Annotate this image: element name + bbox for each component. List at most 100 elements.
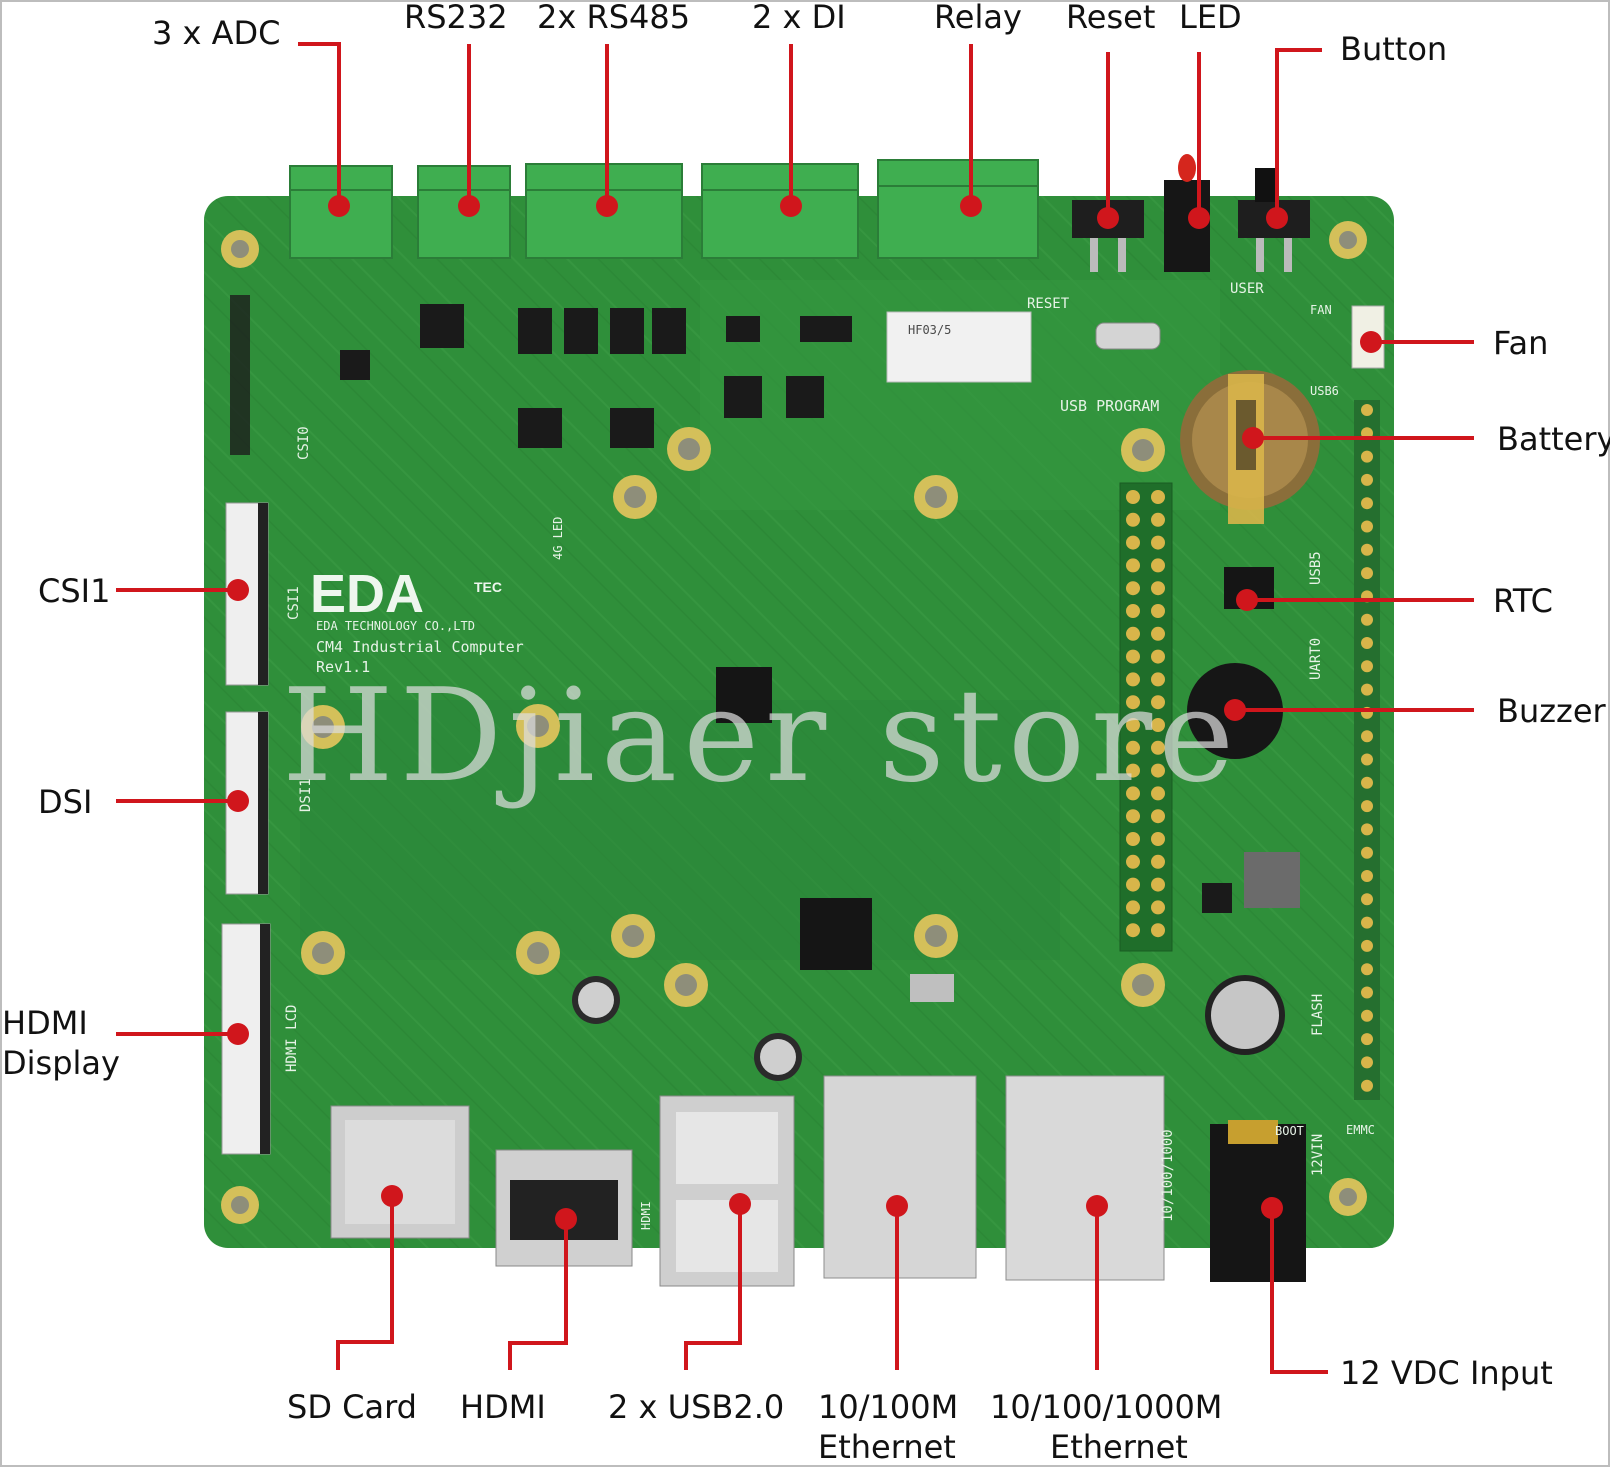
side-pin xyxy=(1361,753,1373,766)
side-pin xyxy=(1361,543,1373,556)
label-hdmi-display-line2: Display xyxy=(2,1044,120,1082)
gpio-pin xyxy=(1126,558,1140,573)
gpio-pin xyxy=(1151,763,1165,778)
gpio-pin xyxy=(1126,900,1140,915)
silk-hdmi: HDMI xyxy=(639,1201,653,1230)
board-logo: EDA xyxy=(310,564,424,624)
gpio-pin xyxy=(1126,535,1140,550)
silk-boot: BOOT xyxy=(1275,1124,1304,1138)
label-hdmi: HDMI xyxy=(460,1388,546,1426)
side-pins xyxy=(1361,404,1373,1092)
label-reset: Reset xyxy=(1066,0,1155,36)
gpio-pin xyxy=(1126,649,1140,664)
gpio-pin xyxy=(1126,809,1140,824)
callout-lines xyxy=(116,42,1474,1374)
silk-reset: RESET xyxy=(1027,296,1070,312)
gpio-pin xyxy=(1151,558,1165,573)
silk-dsi1: DSI1 xyxy=(298,778,314,812)
silk-eth-1000: 10/100/1000 xyxy=(1160,1129,1176,1222)
electrolytic-capacitors xyxy=(572,975,1285,1081)
side-pin xyxy=(1361,404,1373,416)
silk-usb5: USB5 xyxy=(1308,551,1324,585)
gpio-pin xyxy=(1151,786,1165,801)
side-pin xyxy=(1361,986,1373,999)
label-eth100-line1: 10/100M xyxy=(818,1388,958,1426)
label-battery: Battery xyxy=(1497,420,1610,458)
gpio-pin xyxy=(1151,832,1165,846)
gpio-pin xyxy=(1151,718,1165,732)
label-eth1000-line1: 10/100/1000M xyxy=(990,1388,1222,1426)
gpio-pin xyxy=(1151,695,1165,710)
callout-dots xyxy=(227,195,1382,1230)
label-eth100-line2: Ethernet xyxy=(818,1428,956,1466)
label-adc: 3 x ADC xyxy=(152,14,281,52)
silk-csi0: CSI0 xyxy=(296,426,312,460)
gpio-pin xyxy=(1151,877,1165,892)
side-pin xyxy=(1361,497,1373,510)
gpio-pin xyxy=(1151,649,1165,664)
label-rs485: 2x RS485 xyxy=(537,0,690,36)
label-fan: Fan xyxy=(1493,324,1548,362)
gpio-pin xyxy=(1126,626,1140,641)
label-relay: Relay xyxy=(934,0,1022,36)
side-pin xyxy=(1361,963,1373,976)
label-dsi: DSI xyxy=(38,783,92,821)
side-pin xyxy=(1361,613,1373,626)
gpio-pin xyxy=(1151,900,1165,915)
label-hdmi-display-line1: HDMI xyxy=(2,1004,88,1042)
side-pin xyxy=(1361,846,1373,859)
side-pin-strip xyxy=(1354,400,1380,1100)
gpio-pin xyxy=(1126,604,1140,618)
gpio-pin xyxy=(1151,923,1165,938)
gpio-pin xyxy=(1126,763,1140,778)
label-buzzer: Buzzer xyxy=(1497,692,1607,730)
board-logo-tec: TEC xyxy=(474,579,502,595)
gpio-pin xyxy=(1126,581,1140,596)
label-rtc: RTC xyxy=(1493,582,1553,620)
gpio-pin xyxy=(1126,832,1140,846)
silkscreen: EDA TEC EDA TECHNOLOGY CO.,LTD CM4 Indus… xyxy=(284,281,1375,1230)
board-company: EDA TECHNOLOGY CO.,LTD xyxy=(316,619,475,633)
side-pin xyxy=(1361,800,1373,813)
silk-uart0: UART0 xyxy=(1308,638,1324,680)
side-pin xyxy=(1361,520,1373,533)
label-csi1: CSI1 xyxy=(38,572,110,610)
gpio-pin xyxy=(1151,490,1165,504)
side-pin xyxy=(1361,870,1373,882)
label-eth1000-line2: Ethernet xyxy=(1050,1428,1188,1466)
board-model: CM4 Industrial Computer xyxy=(316,638,524,656)
gpio-pin xyxy=(1151,581,1165,596)
side-pin xyxy=(1361,1056,1373,1069)
label-sd-card: SD Card xyxy=(287,1388,417,1426)
side-pin xyxy=(1361,1009,1373,1022)
gpio-pin xyxy=(1151,740,1165,755)
gpio-pin xyxy=(1126,923,1140,938)
gpio-pin xyxy=(1151,854,1165,869)
side-pin xyxy=(1361,683,1373,696)
side-pin xyxy=(1361,637,1373,649)
side-pin xyxy=(1361,939,1373,952)
silk-4g-led: 4G LED xyxy=(551,517,565,560)
gpio-pin xyxy=(1126,854,1140,869)
silk-usb6: USB6 xyxy=(1310,384,1339,398)
side-pin xyxy=(1361,776,1373,789)
label-di: 2 x DI xyxy=(752,0,846,36)
silk-hdmi-lcd: HDMI LCD xyxy=(284,1005,300,1072)
label-power: 12 VDC Input xyxy=(1340,1354,1553,1392)
side-pin xyxy=(1361,567,1373,580)
label-button: Button xyxy=(1340,30,1447,68)
gpio-pin xyxy=(1151,626,1165,641)
gpio-pin xyxy=(1151,604,1165,618)
gpio-pin xyxy=(1126,877,1140,892)
gpio-pin xyxy=(1126,672,1140,687)
side-pin xyxy=(1361,660,1373,673)
watermark-text: HDjiaer store xyxy=(282,662,1240,811)
label-rs232: RS232 xyxy=(404,0,508,36)
gpio-pin xyxy=(1126,512,1140,527)
side-pin xyxy=(1361,916,1373,929)
relay-marking: HF03/5 xyxy=(908,323,951,337)
pcb-board: HF03/5 xyxy=(204,154,1394,1287)
side-pin xyxy=(1361,1033,1373,1046)
